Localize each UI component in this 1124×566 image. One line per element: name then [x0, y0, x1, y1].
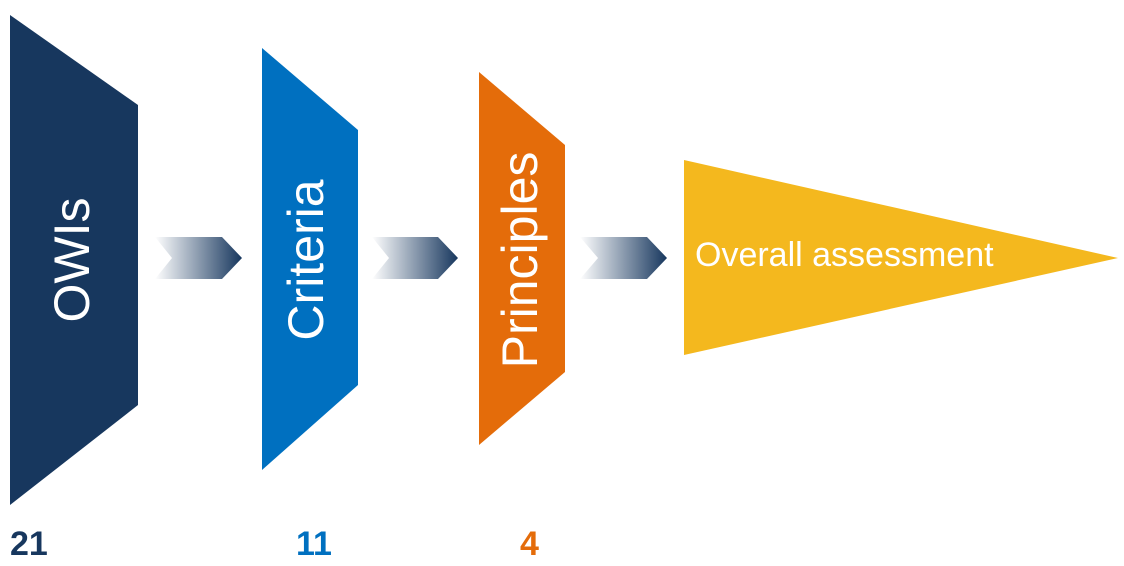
stage-criteria: Criteria	[262, 48, 358, 470]
stage-criteria-label: Criteria	[278, 179, 334, 340]
overall-assessment-triangle	[684, 160, 1118, 355]
stage-principles-shape	[479, 72, 565, 445]
stage-owis-count: 21	[10, 525, 48, 563]
chevron-arrow-icon	[580, 237, 667, 279]
stage-overall-assessment: Overall assessment	[684, 160, 1118, 355]
chevron-arrow-icon	[155, 237, 242, 279]
stage-principles-label: Principles	[492, 152, 548, 369]
overall-assessment-label: Overall assessment	[695, 236, 994, 274]
stage-owis-label: OWIs	[44, 198, 100, 323]
stage-owis-shape	[10, 15, 138, 505]
stage-principles-count: 4	[520, 525, 539, 563]
stage-criteria-shape	[262, 48, 358, 470]
stage-owis: OWIs	[10, 15, 138, 505]
chevron-arrow-icon	[372, 237, 458, 279]
stage-criteria-count: 11	[296, 525, 332, 563]
stage-principles: Principles	[479, 72, 565, 445]
